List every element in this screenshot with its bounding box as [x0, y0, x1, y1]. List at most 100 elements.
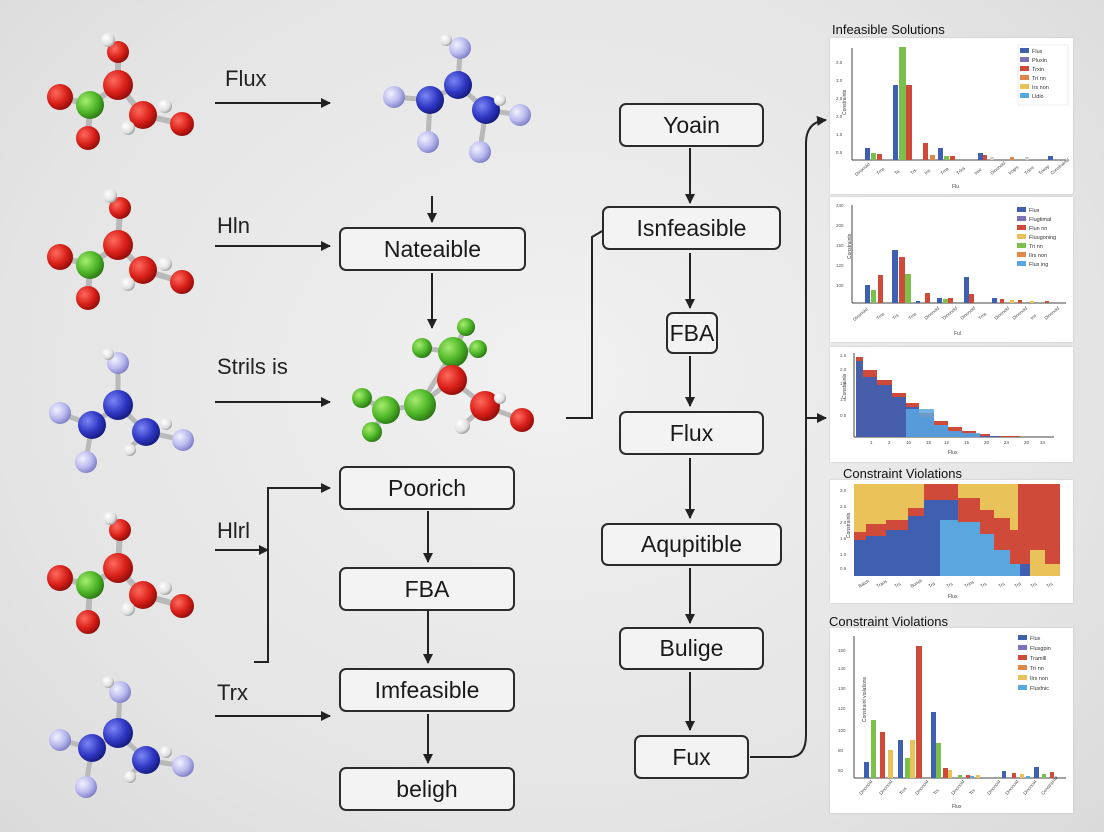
svg-text:Dinonoid: Dinonoid — [993, 305, 1010, 321]
svg-text:Batch: Batch — [858, 578, 871, 588]
svg-text:Fluugoning: Fluugoning — [1029, 235, 1056, 241]
svg-text:Flux: Flux — [1032, 49, 1043, 55]
svg-text:1.5: 1.5 — [836, 132, 843, 137]
svg-text:Dinonoid: Dinonoid — [1022, 779, 1038, 796]
svg-text:Trs: Trs — [894, 581, 903, 589]
box-fba-middle[interactable]: FBA — [339, 567, 515, 611]
chart-4-xlabel: Flux — [948, 594, 958, 600]
svg-text:Trns: Trns — [907, 311, 918, 321]
svg-text:Trxin: Trxin — [1032, 67, 1044, 73]
arrow-bracket-poorich — [254, 483, 331, 663]
box-fba-right[interactable]: FBA — [666, 312, 718, 354]
box-bulige[interactable]: Bulige — [619, 627, 764, 670]
svg-text:Trs: Trs — [968, 787, 976, 796]
svg-text:Trd: Trd — [928, 581, 937, 589]
svg-text:15: 15 — [926, 440, 932, 445]
svg-text:240: 240 — [836, 203, 844, 208]
bracket-to-charts — [750, 115, 827, 758]
phosphate-molecule-icon — [47, 189, 194, 310]
svg-text:Tri nn: Tri nn — [1032, 76, 1046, 82]
box-imfeasible[interactable]: Imfeasible — [339, 668, 515, 712]
chart-2-legend: Flux Flugtimal Flun nn Fluugoning Tri nn… — [1017, 207, 1056, 268]
svg-text:Trs: Trs — [998, 581, 1007, 589]
svg-text:2.0: 2.0 — [840, 520, 847, 525]
left-label-hlrl: Hlrl — [217, 518, 250, 543]
svg-text:Dinonoid: Dinonoid — [941, 305, 958, 321]
svg-text:2.5: 2.5 — [840, 504, 847, 509]
svg-text:Trioop: Trioop — [1037, 163, 1050, 175]
svg-text:1.5: 1.5 — [840, 536, 847, 541]
svg-text:Trs: Trs — [1046, 581, 1055, 589]
svg-text:Irogrs: Irogrs — [1007, 164, 1020, 176]
svg-text:Flux ing: Flux ing — [1029, 262, 1048, 268]
svg-text:Dinonoid: Dinonoid — [1004, 779, 1020, 796]
amine-molecule-icon — [49, 676, 194, 798]
svg-text:1.0: 1.0 — [840, 397, 847, 402]
chart-5-ylabel: Constraint violations — [862, 676, 868, 722]
svg-text:20: 20 — [1024, 440, 1030, 445]
box-nateaible[interactable]: Nateaible — [339, 227, 526, 271]
chart-4-svg: 3.02.52.01.51.00.5 Constraints Batch Tra… — [840, 484, 1060, 600]
svg-text:Dinonoid: Dinonoid — [854, 161, 871, 177]
link-to-isnfeasible — [566, 229, 605, 419]
chart-5-legend: Flux Flusgpin Tramlll Tri nn Ilrs non Fl… — [1018, 635, 1051, 692]
svg-text:Constraints: Constraints — [846, 512, 852, 538]
svg-text:Dinonoid: Dinonoid — [914, 779, 930, 796]
box-yoain[interactable]: Yoain — [619, 103, 764, 147]
panel-4-title: Constraint Violations — [843, 466, 962, 481]
svg-text:Dinonoid: Dinonoid — [878, 779, 894, 796]
box-fux[interactable]: Fux — [634, 735, 749, 779]
svg-text:2: 2 — [888, 440, 891, 445]
panel-1-title: Infeasible Solutions — [832, 22, 945, 37]
svg-text:1.0: 1.0 — [840, 552, 847, 557]
svg-text:200: 200 — [836, 223, 844, 228]
phosphate-molecule-icon — [47, 33, 194, 150]
svg-text:120: 120 — [836, 263, 844, 268]
svg-text:24: 24 — [1004, 440, 1010, 445]
svg-text:100: 100 — [836, 283, 844, 288]
chart-2-xlabel: Ful — [954, 331, 961, 337]
svg-text:80: 80 — [838, 748, 844, 753]
svg-text:Pluxin: Pluxin — [1032, 58, 1047, 64]
svg-text:Ins: Ins — [1029, 313, 1037, 321]
svg-text:100: 100 — [838, 728, 846, 733]
svg-text:Tri nn: Tri nn — [1030, 666, 1044, 672]
chart-1-svg: 3.53.02.5 2.01.50.5 Constraints Dinonoid… — [836, 44, 1071, 190]
svg-text:60: 60 — [838, 768, 844, 773]
box-aqupitible[interactable]: Aqupitible — [601, 523, 782, 566]
svg-text:Dinonoid: Dinonoid — [950, 779, 966, 796]
svg-text:Ilrs non: Ilrs non — [1030, 676, 1048, 682]
svg-text:Dinonoid: Dinonoid — [989, 160, 1006, 176]
svg-text:Trlins: Trlins — [1023, 164, 1035, 175]
svg-text:Dinonoid: Dinonoid — [852, 306, 869, 322]
left-label-flux: Flux — [225, 66, 267, 91]
box-flux[interactable]: Flux — [619, 411, 764, 455]
box-isnfeasible[interactable]: Isnfeasible — [602, 206, 781, 250]
amine-molecule-icon — [383, 34, 531, 163]
svg-text:Dinonoid: Dinonoid — [1011, 305, 1028, 321]
left-label-hln: Hln — [217, 213, 251, 238]
box-beligh[interactable]: beligh — [339, 767, 515, 811]
chart-1-legend: Flux Pluxin Trxin Tri nn Irs non Lldio — [1017, 44, 1069, 106]
svg-text:Dinonoid: Dinonoid — [1043, 305, 1060, 321]
svg-text:Trs: Trs — [932, 787, 940, 796]
svg-text:130: 130 — [838, 686, 846, 691]
box-poorich[interactable]: Poorich — [339, 466, 515, 510]
svg-text:Trns: Trns — [977, 311, 988, 321]
svg-text:2.0: 2.0 — [836, 114, 843, 119]
svg-text:Constraints: Constraints — [842, 373, 848, 399]
svg-text:Trs: Trs — [891, 312, 900, 320]
svg-text:Constraints: Constraints — [842, 89, 848, 115]
svg-text:Flux: Flux — [1029, 208, 1040, 214]
svg-text:Ireo: Ireo — [973, 167, 983, 176]
svg-text:0.5: 0.5 — [836, 150, 843, 155]
left-label-trx: Trx — [217, 680, 248, 705]
svg-text:Tros: Tros — [898, 785, 908, 796]
svg-text:Dinonoid: Dinonoid — [986, 779, 1002, 796]
